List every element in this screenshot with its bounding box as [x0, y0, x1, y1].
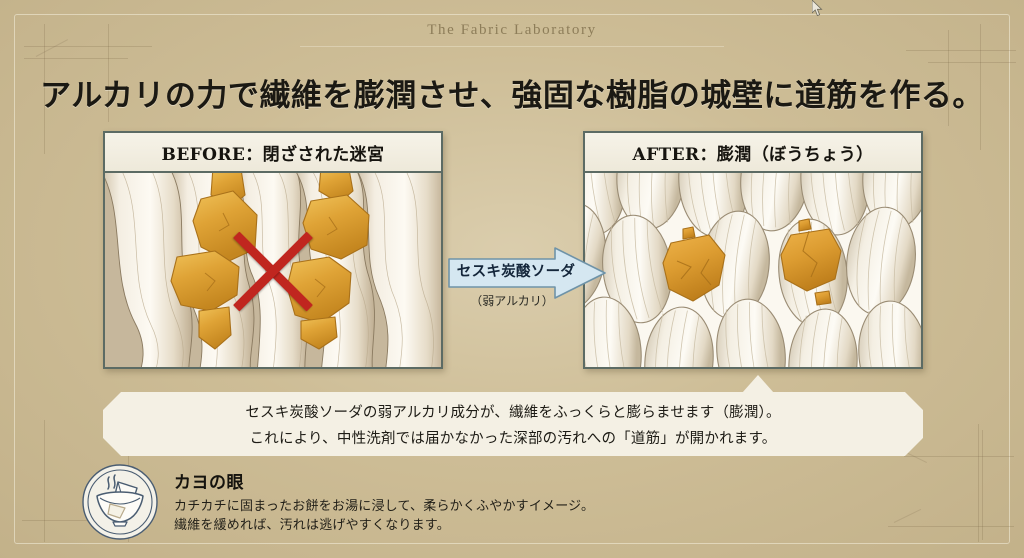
- caption-pointer: [742, 375, 774, 393]
- steaming-bowl-icon: [80, 462, 160, 542]
- panel-after-illustration: [585, 173, 921, 367]
- kayo-line-2: 繊維を緩めれば、汚れは逃げやすくなります。: [174, 516, 450, 532]
- arrow-shape: [448, 247, 606, 299]
- guide-line: [904, 456, 1014, 457]
- arrow-label: セスキ炭酸ソーダ: [456, 264, 576, 280]
- guide-line: [982, 430, 983, 540]
- caption-line-1: セスキ炭酸ソーダの弱アルカリ成分が、繊維をふっくらと膨らませます（膨潤）。: [245, 404, 781, 421]
- caption-line-2: これにより、中性洗剤では届かなかった深部の汚れへの「道筋」が開かれます。: [249, 430, 777, 447]
- guide-line: [893, 508, 922, 523]
- guide-line: [44, 420, 45, 542]
- guide-line: [928, 62, 1016, 63]
- guide-line: [906, 50, 1016, 51]
- reaction-arrow: [447, 247, 607, 299]
- kayo-note: カヨの眼 カチカチに固まったお餅をお湯に浸して、柔らかくふやかすイメージ。 繊維…: [80, 462, 594, 542]
- panel-before: BEFORE：閉ざされた迷宮: [103, 131, 443, 369]
- arrow-sublabel: （弱アルカリ）: [470, 294, 554, 308]
- swollen-fiber-diagram: [585, 173, 921, 367]
- brand-title: The Fabric Laboratory: [427, 22, 597, 38]
- kayo-text-block: カヨの眼 カチカチに固まったお餅をお湯に浸して、柔らかくふやかすイメージ。 繊維…: [174, 462, 594, 535]
- kayo-line-1: カチカチに固まったお餅をお湯に浸して、柔らかくふやかすイメージ。: [174, 498, 595, 513]
- header-divider: [300, 46, 724, 47]
- guide-line: [24, 58, 128, 59]
- caption-box: セスキ炭酸ソーダの弱アルカリ成分が、繊維をふっくらと膨らませます（膨潤）。 これ…: [103, 392, 923, 456]
- mouse-cursor: [812, 0, 823, 17]
- tight-fiber-diagram: [105, 173, 441, 367]
- kayo-heading: カヨの眼: [174, 473, 244, 492]
- panel-before-header: BEFORE：閉ざされた迷宮: [105, 133, 441, 173]
- panel-after-header: AFTER：膨潤（ぼうちょう）: [585, 133, 921, 173]
- panel-after: AFTER：膨潤（ぼうちょう）: [583, 131, 923, 369]
- guide-line: [24, 46, 152, 47]
- panel-before-illustration: [105, 173, 441, 367]
- guide-line: [978, 424, 979, 542]
- guide-line: [35, 39, 69, 57]
- guide-line: [888, 526, 1014, 527]
- page-title: アルカリの力で繊維を膨潤させ、強固な樹脂の城壁に道筋を作る。: [40, 78, 984, 114]
